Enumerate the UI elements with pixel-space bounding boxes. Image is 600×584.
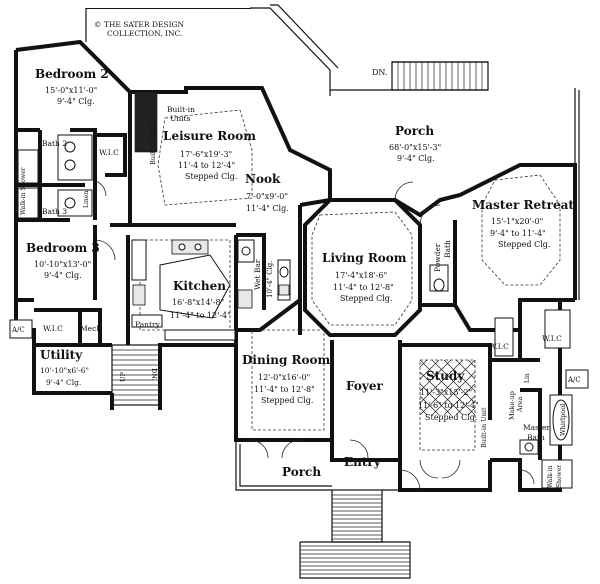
dining-room-size: 12'-0"x16'-0" (258, 373, 310, 382)
wet-bar-label: Wet Bar (253, 259, 262, 290)
living-room-size: 17'-4"x18'-6" (335, 271, 387, 280)
pantry-label: Pantry (135, 320, 161, 329)
makeup-area-label: Area (516, 396, 524, 413)
entry-porch (235, 440, 400, 491)
living-room-clg2: Stepped Clg. (340, 294, 392, 303)
study-pattern-line (420, 360, 464, 404)
wic-master-right: W.I.C (542, 334, 562, 343)
master-retreat-clg2: Stepped Clg. (498, 240, 550, 249)
interior-stairs (111, 344, 161, 406)
bath-fixtures (17, 134, 573, 489)
stair-up-label: UP (119, 372, 127, 382)
powder-label: Powder (433, 243, 442, 272)
foyer-name: Foyer (346, 379, 383, 393)
bedroom-2-name: Bedroom 2 (35, 67, 109, 81)
entry-name: Entry (344, 455, 382, 469)
kitchen-fixtures (131, 239, 291, 341)
leisure-room-name: Leisure Room (163, 129, 256, 143)
dining-room-clg1: 11'-4" to 12'-8" (254, 385, 315, 394)
bedroom-3-name: Bedroom 3 (26, 241, 100, 255)
wic-master-left: W.I.C (489, 342, 509, 351)
utility-clg: 9'-4" Clg. (46, 378, 81, 387)
stair-down-top: DN. (372, 68, 387, 77)
porch-top-name: Porch (395, 124, 434, 138)
builtin-units-top-2: Units (170, 114, 191, 123)
ac-left-box (9, 319, 33, 339)
bedroom-2-clg: 9'-4" Clg. (57, 97, 95, 106)
makeup-label: Make-up (508, 391, 516, 420)
door-swings (89, 179, 535, 491)
ac-right-label: A/C (567, 376, 581, 384)
living-room-name: Living Room (322, 251, 407, 265)
wic-bedroom-2: W.I.C (99, 148, 119, 157)
study-clg1: 11'-6" to 12'-4" (418, 401, 479, 410)
dining-room-name: Dining Room (242, 353, 331, 367)
linen-label: Linen (83, 191, 90, 208)
master-retreat-name: Master Retreat (472, 198, 574, 212)
ac-right-box (565, 369, 589, 389)
utility-size: 10'-10"x6'-6" (40, 366, 89, 375)
master-bath-label-2: Bath (527, 433, 545, 442)
dining-room-clg2: Stepped Clg. (261, 396, 313, 405)
bedroom-2-size: 15'-0"x11'-0" (45, 86, 97, 95)
powder-bath-label: Bath (443, 240, 452, 258)
nook-name: Nook (245, 172, 281, 186)
deck-stair-treads (397, 62, 483, 90)
bath-2-label: Bath 2 (42, 139, 67, 148)
utility-name: Utility (40, 348, 83, 362)
study-size: 11'-3"x15'-2" (420, 388, 472, 397)
kitchen-clg: 11'-4" to 12'-4" (170, 311, 231, 320)
builtin-unit-study: Built-in Unit (480, 407, 488, 448)
copyright-line-2: COLLECTION, INC. (107, 29, 182, 38)
builtin-units-top: Built-in (167, 105, 195, 114)
study-pattern-line (420, 360, 475, 415)
study-pattern-line (455, 360, 475, 380)
study-clg2: Stepped Clg. (425, 413, 477, 422)
mech-label: Mech (80, 324, 101, 333)
copyright-box (86, 8, 251, 9)
bedroom-3-size: 10'-10"x13'-0" (34, 260, 91, 269)
kitchen-name: Kitchen (173, 279, 226, 293)
study-floor-pattern (420, 360, 475, 415)
leisure-room-size: 17'-6"x19'-3" (180, 150, 232, 159)
linen-master: Lin (524, 373, 531, 383)
walk-in-label: Walk-in (547, 465, 554, 488)
builtin-units-side: Built-in Units (149, 121, 157, 165)
stair-down-label: DN. (150, 368, 158, 381)
bath-3-label: Bath 3 (42, 207, 67, 216)
porch-bottom-name: Porch (282, 465, 321, 479)
study-pattern-line (443, 360, 475, 392)
study-pattern-line (420, 395, 440, 415)
wet-bar-clg: 10'-4" Clg. (266, 261, 274, 298)
study-pattern-line (455, 395, 475, 415)
walk-in-shower-left: Walk-in Shower (20, 167, 27, 215)
bedroom-3-clg: 9'-4" Clg. (44, 271, 82, 280)
kitchen-size: 16'-8"x14'-8" (172, 298, 224, 307)
ac-left-label: A/C (11, 326, 25, 334)
exterior-walls (14, 39, 577, 492)
living-room-clg1: 11'-4" to 12'-8" (333, 283, 394, 292)
nook-clg: 11'-4" Clg. (246, 204, 289, 213)
study-pattern-line (420, 360, 440, 380)
porch-top-size: 68'-0"x15'-3" (389, 143, 441, 152)
study-pattern-line (420, 360, 452, 392)
interior-walls (16, 91, 575, 460)
study-pattern-line (431, 360, 475, 404)
porch-top-clg: 9'-4" Clg. (397, 154, 435, 163)
master-retreat-size: 15'-1"x20'-0" (491, 217, 543, 226)
shower-label: Shower (556, 465, 563, 488)
wic-bedroom-3: W.I.C (43, 324, 63, 333)
master-retreat-clg1: 9'-4" to 11'-4" (490, 229, 546, 238)
nook-size: 7'-0"x9'-0" (246, 192, 288, 201)
whirlpool-label: Whirlpool (559, 404, 567, 436)
leisure-room-clg1: 11'-4 to 12'-4" (178, 161, 235, 170)
master-bath-label: Master (523, 423, 550, 432)
entry-stairs (299, 489, 411, 579)
leisure-room-clg2: Stepped Clg. (185, 172, 237, 181)
copyright-line-1: © THE SATER DESIGN (94, 20, 185, 29)
study-name: Study (426, 369, 465, 383)
